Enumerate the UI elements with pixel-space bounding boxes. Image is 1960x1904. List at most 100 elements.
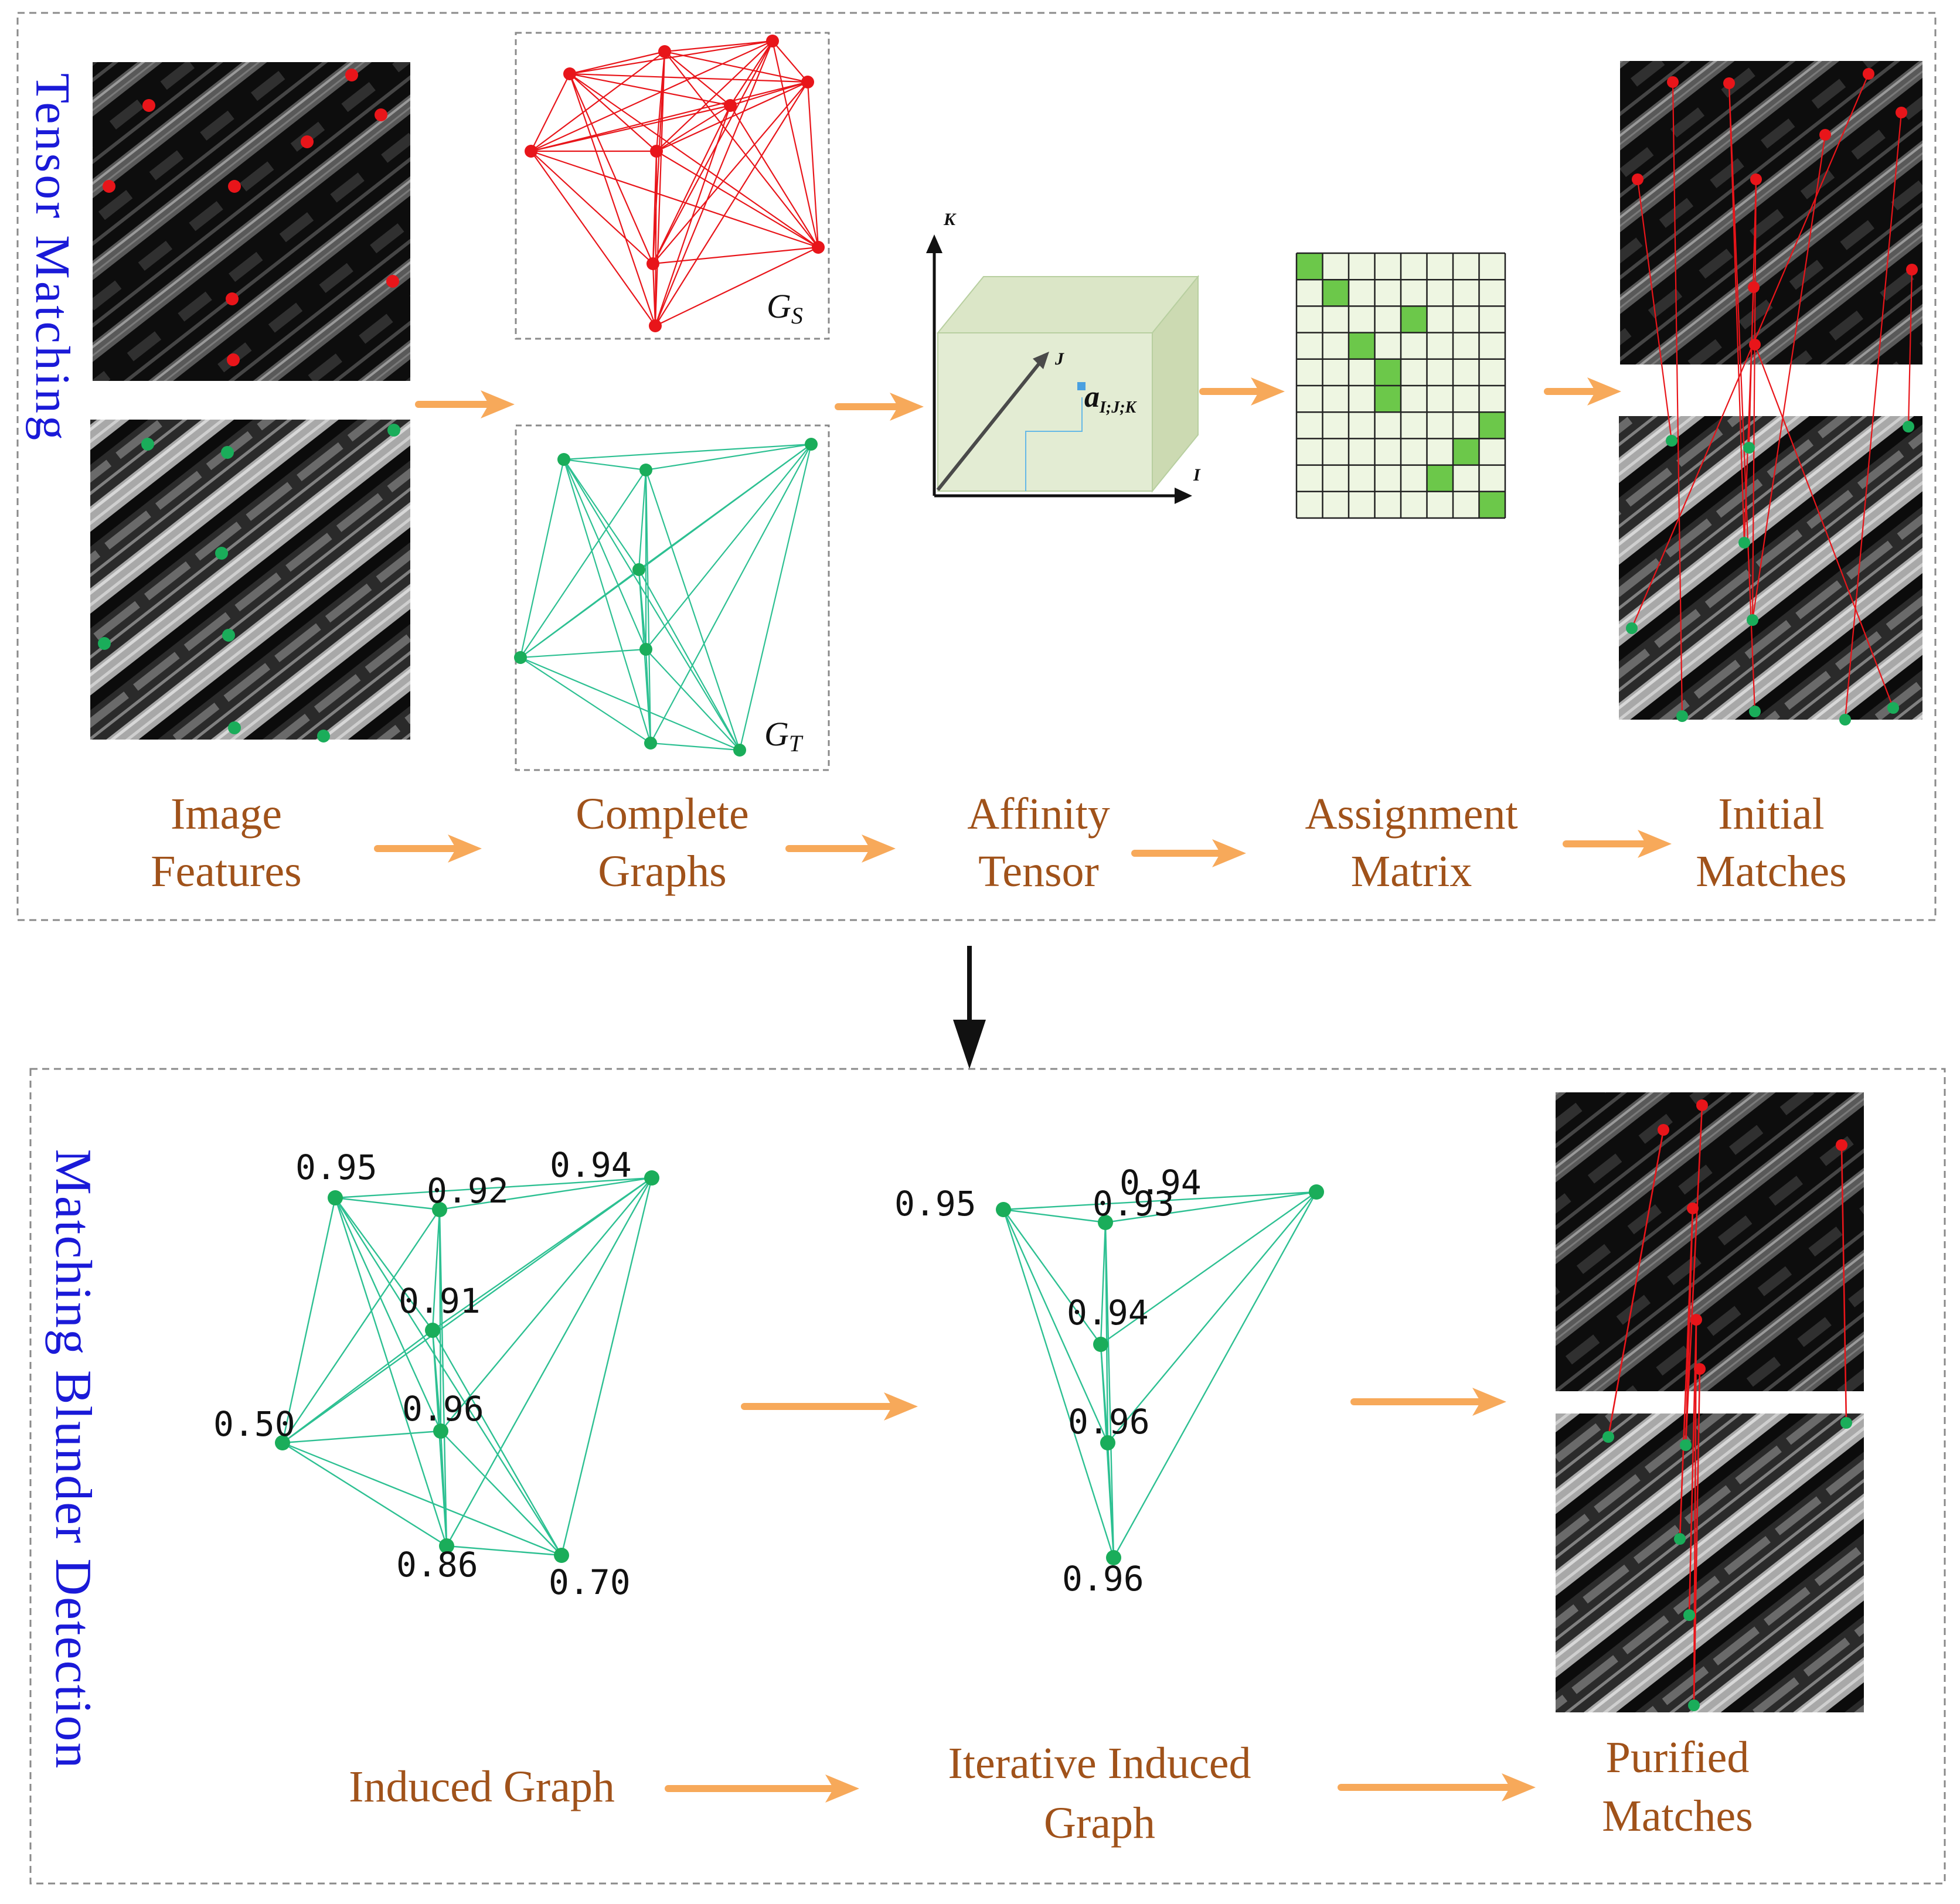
matrix-selected-cell: [1374, 359, 1401, 386]
induced-graph-score: 0.95: [295, 1147, 377, 1187]
source-graph-edge: [530, 73, 570, 152]
source-graph-edge: [771, 40, 819, 248]
matrix-selected-cell: [1374, 386, 1401, 413]
iterative-graph-edge: [1112, 1191, 1318, 1558]
tensor-matching-title: Tensor Matching: [25, 73, 80, 442]
stage-iterative-induced-line1: Iterative Induced: [948, 1739, 1251, 1788]
source-graph-edge: [807, 81, 819, 248]
assignment-matrix: [1295, 252, 1506, 519]
source-graph-edge: [654, 40, 774, 326]
initial-match-line: [1844, 112, 1903, 720]
source-graph-edge: [655, 81, 808, 326]
induced-graph-edge: [431, 1209, 441, 1331]
initial-match-line: [1754, 344, 1894, 709]
arrow-label-matrix-head: [1638, 830, 1672, 858]
stage-affinity-tensor-line1: Affinity: [967, 789, 1110, 839]
induced-graph-edge: [282, 1442, 562, 1556]
induced-graph-edge: [282, 1177, 652, 1443]
source-graph-node: [801, 76, 814, 88]
initial-match-source-point: [1750, 173, 1762, 185]
blunder-detection-stage-labels: Induced Graph Iterative Induced Graph Pu…: [349, 1733, 1753, 1848]
purified-source-point: [1687, 1203, 1699, 1214]
induced-graph-edge: [282, 1430, 441, 1444]
arrow-label-iterative-head: [1502, 1773, 1536, 1801]
arrow-label-features-head: [448, 835, 482, 863]
purified-source-point: [1694, 1363, 1706, 1375]
top-flow-arrows: [374, 377, 1672, 867]
induced-graph-edge: [438, 1209, 448, 1547]
stage-iterative-induced-line2: Graph: [1044, 1799, 1155, 1848]
target-graph-sub: T: [789, 730, 804, 757]
source-graph-edge: [730, 40, 773, 106]
source-graph-edge: [664, 51, 819, 248]
initial-match-target-point: [1747, 614, 1758, 626]
target-graph-node: [639, 643, 652, 656]
affinity-tensor-cube: [926, 234, 1200, 504]
induced-graph-edge: [334, 1197, 442, 1432]
induced-graph-node: [433, 1423, 448, 1439]
target-graph-edge: [650, 742, 740, 751]
induced-graph-edge: [282, 1330, 433, 1443]
purified-match-line: [1840, 1145, 1847, 1423]
source-feature-point: [228, 180, 241, 193]
iterative-graph-edge: [1104, 1222, 1115, 1558]
purified-target-point: [1840, 1417, 1852, 1429]
target-graph-edge: [645, 444, 812, 650]
source-graph-edge: [530, 151, 656, 326]
target-graph-edge: [645, 443, 812, 471]
arrow-iterative-to-purified-head: [1472, 1388, 1506, 1416]
iterative-graph-edge: [1003, 1208, 1106, 1224]
source-feature-point: [226, 292, 239, 305]
initial-match-line: [1631, 73, 1870, 629]
initial-match-line: [1636, 179, 1673, 441]
arrow-graphs-to-tensor-head: [890, 393, 924, 421]
source-graph-edge: [569, 73, 657, 152]
initial-match-source-point: [1819, 129, 1831, 141]
source-graph-edge: [656, 105, 731, 152]
source-graph-edge: [654, 151, 658, 326]
iterative-graph-score: 0.94: [1119, 1163, 1202, 1203]
target-graph-edge: [645, 469, 741, 751]
induced-graph-score: 0.92: [427, 1171, 509, 1211]
induced-graph-edge: [281, 1197, 336, 1443]
source-graph-edge: [569, 73, 656, 326]
source-graph-edge: [569, 50, 665, 75]
arrow-label-induced-head: [825, 1774, 859, 1803]
target-complete-graph: [514, 438, 818, 757]
initial-match-source-point: [1749, 339, 1761, 350]
source-feature-point: [345, 69, 358, 81]
initial-match-target-point: [1666, 435, 1677, 447]
source-graph-edge: [655, 247, 819, 326]
source-graph-edge: [730, 81, 808, 107]
induced-graph-edge: [560, 1177, 653, 1556]
induced-graph-edge: [439, 1177, 652, 1211]
stage-assignment-matrix-line2: Matrix: [1351, 847, 1472, 896]
iterative-graph-edge: [1002, 1209, 1109, 1443]
target-image: [90, 420, 410, 740]
tensor-element-sub: I;J;K: [1099, 398, 1138, 417]
iterative-graph-edge: [1003, 1209, 1101, 1345]
purified-target-point: [1674, 1533, 1686, 1545]
iterative-graph-edge: [1107, 1191, 1317, 1443]
source-graph-edge: [654, 51, 666, 326]
initial-match-target-point: [1887, 702, 1899, 714]
iterative-graph-node: [996, 1202, 1011, 1217]
target-graph-edge: [563, 458, 646, 471]
stage-induced-graph-line1: Induced Graph: [349, 1762, 615, 1811]
initial-match-source-point: [1863, 68, 1874, 80]
source-graph-node: [812, 241, 825, 254]
source-graph-edge: [569, 73, 808, 83]
target-graph-edge: [563, 459, 639, 570]
arrow-label-tensor-head: [1212, 839, 1246, 867]
matrix-selected-cell: [1453, 438, 1479, 465]
purified-match-line: [1685, 1105, 1703, 1446]
target-feature-point: [317, 730, 330, 742]
target-graph-edge: [520, 656, 740, 751]
induced-graph-score: 0.96: [402, 1389, 484, 1429]
arrow-label-graphs-head: [862, 835, 896, 863]
purified-target-point: [1688, 1699, 1700, 1711]
source-graph-edge: [652, 263, 656, 326]
iterative-graph-score: 0.93: [1093, 1184, 1175, 1224]
target-graph-main: G: [764, 715, 789, 753]
tensor-axis-j: J: [1054, 349, 1064, 369]
